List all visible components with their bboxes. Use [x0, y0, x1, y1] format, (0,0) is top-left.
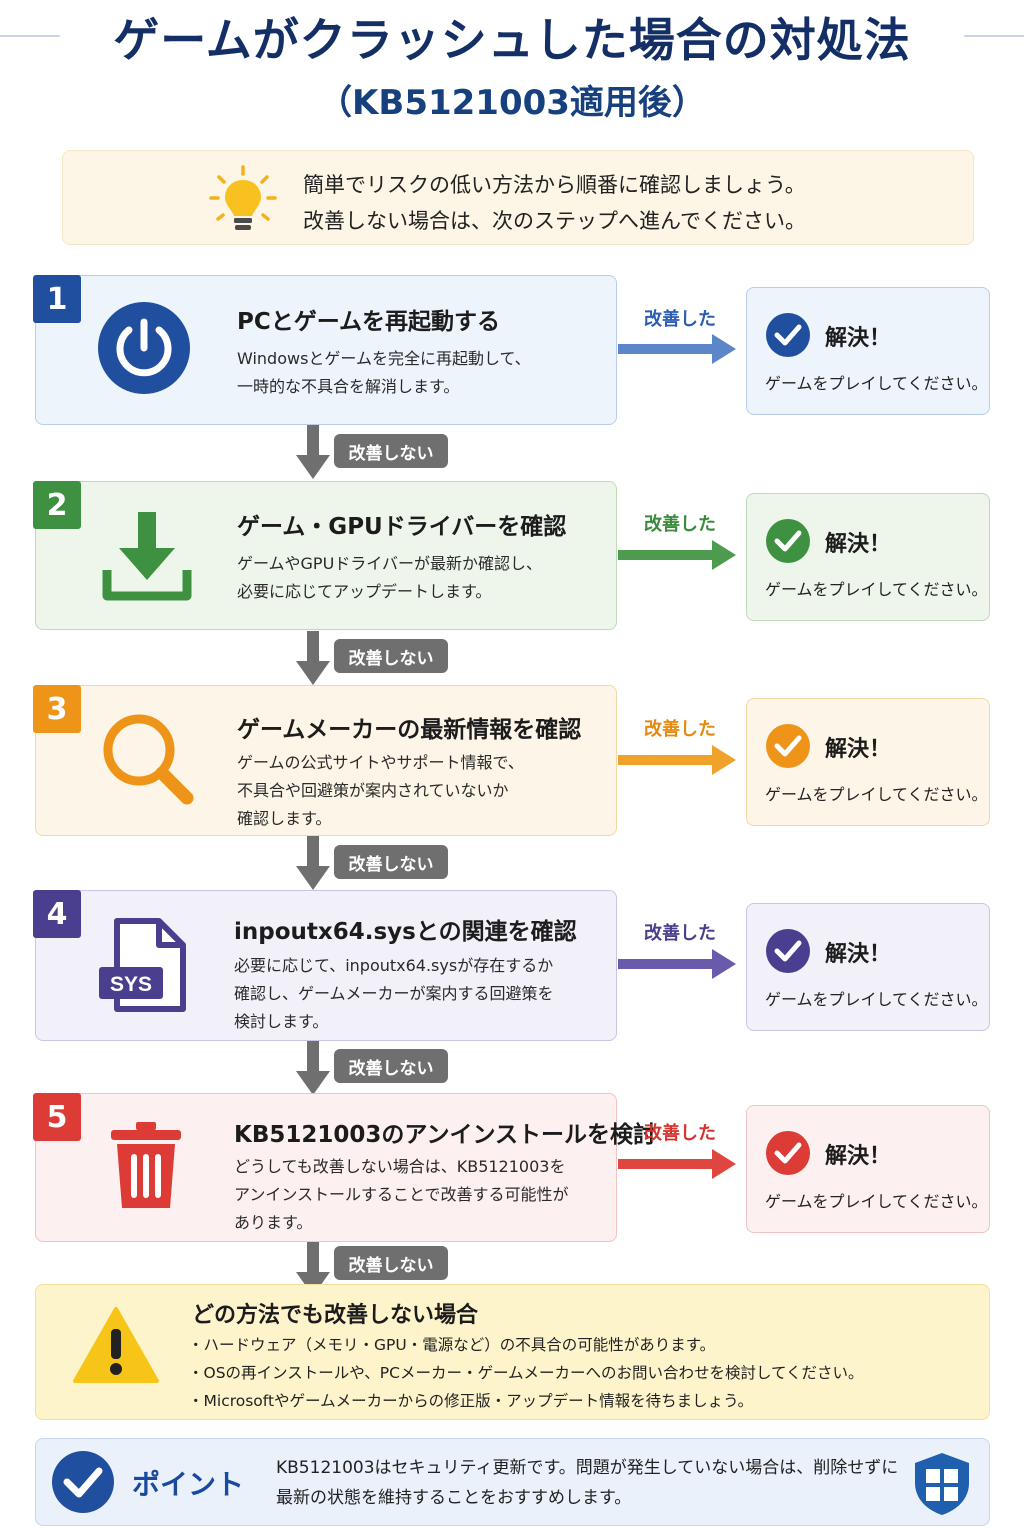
check-circle-icon — [766, 724, 810, 768]
down-arrow-icon — [296, 425, 330, 479]
warning-item: OSの再インストールや、PCメーカー・ゲームメーカーへのお問い合わせを検討してく… — [188, 1359, 864, 1387]
step-number-2: 2 — [33, 481, 81, 529]
step-title-4: inpoutx64.sysとの関連を確認 — [234, 919, 577, 945]
tip-text: 簡単でリスクの低い方法から順番に確認しましょう。 改善しない場合は、次のステップ… — [303, 167, 806, 239]
solved-message-3: ゲームをプレイしてください。 — [765, 785, 988, 804]
improved-label-1: 改善した — [644, 309, 716, 330]
not-improved-badge-2: 改善しない — [334, 639, 448, 673]
check-circle-icon — [766, 929, 810, 973]
page-title: ゲームがクラッシュした場合の対処法 — [113, 13, 911, 67]
solved-title-2: 解決！ — [825, 532, 892, 557]
down-arrow-icon — [296, 631, 330, 685]
step-title-2: ゲーム・GPUドライバーを確認 — [237, 514, 567, 540]
step-desc-4-line-3: 検討します。 — [234, 1012, 329, 1031]
tip-line-2: 改善しない場合は、次のステップへ進んでください。 — [303, 209, 806, 233]
trash-icon — [111, 1122, 181, 1208]
right-arrow-icon — [618, 540, 736, 570]
point-text-line-1: KB5121003はセキュリティ更新です。問題が発生していない場合は、削除せずに — [276, 1458, 899, 1478]
solved-message-1: ゲームをプレイしてください。 — [765, 374, 988, 393]
step-desc-1-line-2: 一時的な不具合を解消します。 — [237, 377, 460, 396]
solved-card-4: 解決！ ゲームをプレイしてください。 — [746, 903, 990, 1031]
solved-card-2: 解決！ ゲームをプレイしてください。 — [746, 493, 990, 621]
title-rule-left — [0, 35, 60, 37]
warning-icon — [73, 1307, 159, 1383]
warning-item: ハードウェア（メモリ・GPU・電源など）の不具合の可能性があります。 — [188, 1331, 864, 1359]
sys-file-label: SYS — [110, 973, 152, 996]
warning-list: ハードウェア（メモリ・GPU・電源など）の不具合の可能性があります。 OSの再イ… — [188, 1331, 864, 1415]
step-desc-3-line-1: ゲームの公式サイトやサポート情報で、 — [237, 753, 524, 772]
tip-box: 簡単でリスクの低い方法から順番に確認しましょう。 改善しない場合は、次のステップ… — [62, 150, 974, 245]
solved-title-4: 解決！ — [825, 942, 892, 967]
solved-message-4: ゲームをプレイしてください。 — [765, 990, 988, 1009]
point-text-line-2: 最新の状態を維持することをおすすめします。 — [276, 1488, 632, 1508]
step-number-1: 1 — [33, 275, 81, 323]
down-arrow-icon — [296, 836, 330, 890]
check-circle-icon — [766, 313, 810, 357]
light-bulb-icon — [209, 165, 277, 230]
power-icon — [98, 302, 190, 394]
improved-label-4: 改善した — [644, 923, 716, 944]
windows-shield-icon — [915, 1453, 969, 1515]
sys-file-icon: SYS — [99, 918, 186, 1012]
solved-title-5: 解決！ — [825, 1144, 892, 1169]
down-arrow-icon — [296, 1041, 330, 1095]
solved-message-2: ゲームをプレイしてください。 — [765, 580, 988, 599]
improved-label-5: 改善した — [644, 1123, 716, 1144]
solved-card-3: 解決！ ゲームをプレイしてください。 — [746, 698, 990, 826]
download-icon — [102, 512, 192, 601]
improved-label-2: 改善した — [644, 514, 716, 535]
step-desc-2-line-2: 必要に応じてアップデートします。 — [237, 582, 492, 601]
warning-title: どの方法でも改善しない場合 — [192, 1303, 479, 1328]
step-desc-4-line-2: 確認し、ゲームメーカーが案内する回避策を — [234, 984, 554, 1003]
page-subtitle: （KB5121003適用後） — [318, 83, 706, 123]
step-title-1: PCとゲームを再起動する — [237, 309, 501, 335]
step-desc-4: 必要に応じて、inpoutx64.sysが存在するか 確認し、ゲームメーカーが案… — [234, 952, 554, 1036]
step-desc-1: Windowsとゲームを完全に再起動して、 一時的な不具合を解消します。 — [237, 345, 531, 401]
header: ゲームがクラッシュした場合の対処法 （KB5121003適用後） — [0, 10, 1024, 128]
step-desc-5-line-3: あります。 — [234, 1213, 313, 1232]
not-improved-badge-1: 改善しない — [334, 434, 448, 468]
right-arrow-icon — [618, 334, 736, 364]
step-desc-1-line-1: Windowsとゲームを完全に再起動して、 — [237, 349, 531, 368]
not-improved-badge-5: 改善しない — [334, 1246, 448, 1280]
solved-card-5: 解決！ ゲームをプレイしてください。 — [746, 1105, 990, 1233]
magnifier-icon — [103, 714, 194, 805]
point-box: ポイント KB5121003はセキュリティ更新です。問題が発生していない場合は、… — [35, 1438, 990, 1526]
solved-title-1: 解決！ — [825, 326, 892, 351]
step-number-5: 5 — [33, 1093, 81, 1141]
right-arrow-icon — [618, 949, 736, 979]
step-desc-2-line-1: ゲームやGPUドライバーが最新か確認し、 — [237, 554, 542, 573]
not-improved-badge-3: 改善しない — [334, 845, 448, 879]
check-circle-icon — [766, 519, 810, 563]
step-number-3: 3 — [33, 685, 81, 733]
title-rule-right — [964, 35, 1024, 37]
point-text: KB5121003はセキュリティ更新です。問題が発生していない場合は、削除せずに… — [276, 1453, 898, 1513]
right-arrow-icon — [618, 745, 736, 775]
solved-card-1: 解決！ ゲームをプレイしてください。 — [746, 287, 990, 415]
not-improved-badge-4: 改善しない — [334, 1049, 448, 1083]
step-title-3: ゲームメーカーの最新情報を確認 — [237, 717, 582, 743]
step-desc-3-line-3: 確認します。 — [237, 809, 332, 828]
warning-box: どの方法でも改善しない場合 ハードウェア（メモリ・GPU・電源など）の不具合の可… — [35, 1284, 990, 1420]
step-card-3 — [35, 685, 617, 836]
step-desc-5-line-1: どうしても改善しない場合は、KB5121003を — [234, 1157, 566, 1176]
step-desc-5-line-2: アンインストールすることで改善する可能性が — [234, 1185, 569, 1204]
improved-label-3: 改善した — [644, 719, 716, 740]
check-circle-icon — [52, 1451, 114, 1513]
check-circle-icon — [766, 1131, 810, 1175]
solved-message-5: ゲームをプレイしてください。 — [765, 1192, 988, 1211]
tip-line-1: 簡単でリスクの低い方法から順番に確認しましょう。 — [303, 173, 806, 197]
step-title-5: KB5121003のアンインストールを検討 — [234, 1122, 656, 1148]
step-desc-2: ゲームやGPUドライバーが最新か確認し、 必要に応じてアップデートします。 — [237, 550, 542, 606]
solved-title-3: 解決！ — [825, 737, 892, 762]
step-desc-3-line-2: 不具合や回避策が案内されていないか — [237, 781, 509, 800]
warning-item: Microsoftやゲームメーカーからの修正版・アップデート情報を待ちましょう。 — [188, 1387, 864, 1415]
step-desc-4-line-1: 必要に応じて、inpoutx64.sysが存在するか — [234, 956, 554, 975]
step-number-4: 4 — [33, 890, 81, 938]
step-desc-5: どうしても改善しない場合は、KB5121003を アンインストールすることで改善… — [234, 1153, 569, 1237]
right-arrow-icon — [618, 1149, 736, 1179]
point-label: ポイント — [132, 1468, 245, 1501]
step-desc-3: ゲームの公式サイトやサポート情報で、 不具合や回避策が案内されていないか 確認し… — [237, 749, 524, 833]
